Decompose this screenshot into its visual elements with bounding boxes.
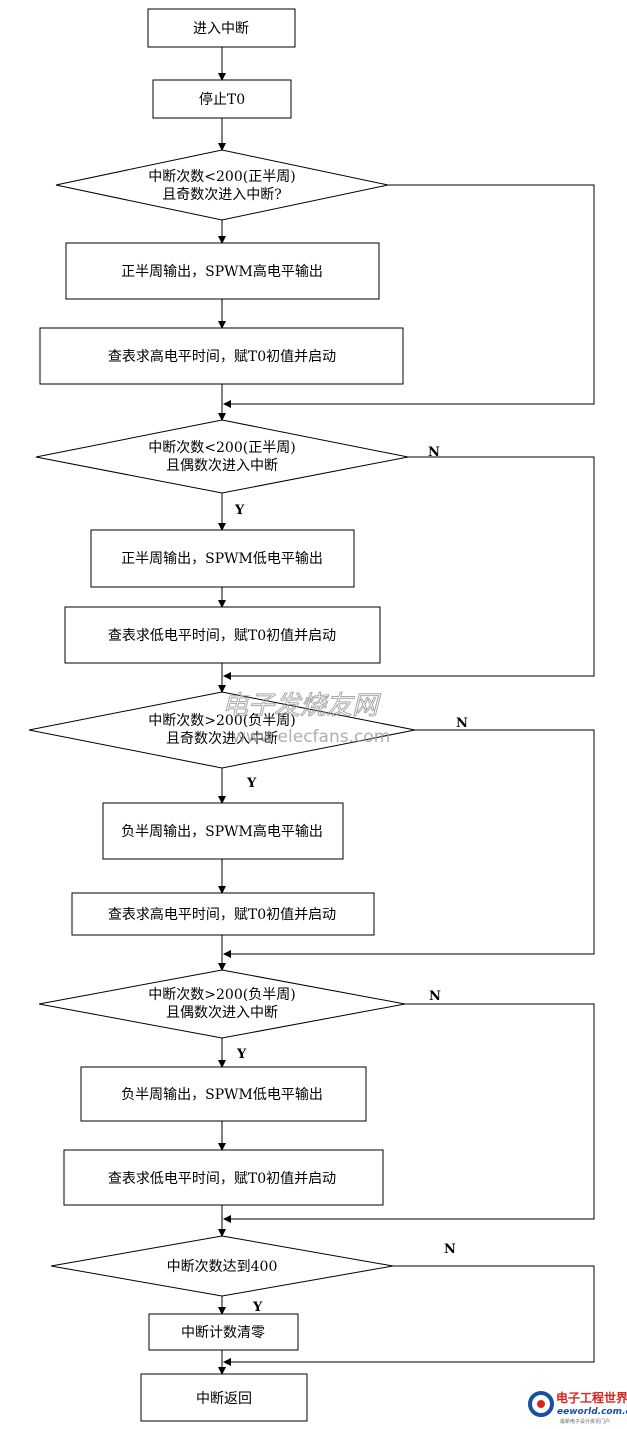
watermark: 电子发烧友网 www.elecfans.com [222,691,391,748]
node-enter-interrupt: 进入中断 [147,8,296,48]
decision-2-no-label: N [428,445,440,460]
process-3: 正半周输出，SPWM低电平输出 [90,529,355,588]
process-5: 负半周输出，SPWM高电平输出 [102,802,344,860]
process-2-label: 查表求高电平时间，赋T0初值并启动 [108,348,336,365]
decision-4: 中断次数>200(负半周) 且偶数次进入中断 [38,969,406,1039]
process-4-label: 查表求低电平时间，赋T0初值并启动 [108,627,336,644]
decision-2: 中断次数<200(正半周) 且偶数次进入中断 [35,419,409,494]
decision-2-line-1: 中断次数<200(正半周) [148,440,295,456]
decision-3-line-2: 且奇数次进入中断 [166,730,278,747]
logo-url: eeworld.com.cn [557,1407,627,1417]
watermark-cn: 电子发烧友网 [222,691,381,721]
decision-1: 中断次数<200(正半周) 且奇数次进入中断? [55,149,389,221]
decision-5-yes-label: Y [252,1300,263,1315]
connectors [218,47,595,1375]
process-2: 查表求高电平时间，赋T0初值并启动 [39,327,404,385]
process-4: 查表求低电平时间，赋T0初值并启动 [64,606,381,664]
enter-interrupt-label: 进入中断 [193,21,249,37]
decision-2-yes-label: Y [234,503,245,518]
logo-ring-icon [528,1391,554,1417]
decision-3-yes-label: Y [246,776,257,791]
process-6-label: 查表求高电平时间，赋T0初值并启动 [108,906,336,923]
decision-2-line-2: 且偶数次进入中断 [166,458,278,474]
watermark-url: www.elecfans.com [232,727,390,747]
process-7-label: 负半周输出，SPWM低电平输出 [121,1087,323,1103]
clear-counter-label: 中断计数清零 [181,1325,265,1341]
process-5-label: 负半周输出，SPWM高电平输出 [121,823,323,840]
process-1: 正半周输出，SPWM高电平输出 [65,242,380,300]
decision-3: 中断次数>200(负半周) 且奇数次进入中断 [28,691,416,769]
process-8-label: 查表求低电平时间，赋T0初值并启动 [108,1170,336,1187]
decision-4-line-1: 中断次数>200(负半周) [148,987,295,1003]
process-8: 查表求低电平时间，赋T0初值并启动 [63,1149,384,1206]
eeworld-logo: 电子工程世界 eeworld.com.cn 最新电子设计资讯门户 [528,1390,627,1425]
process-1-label: 正半周输出，SPWM高电平输出 [121,263,323,280]
process-6: 查表求高电平时间，赋T0初值并启动 [71,892,375,936]
decision-3-no-label: N [456,716,468,731]
process-3-label: 正半周输出，SPWM低电平输出 [121,551,323,567]
decision-4-yes-label: Y [236,1047,247,1062]
logo-tagline: 最新电子设计资讯门户 [560,1418,610,1425]
logo-dot-icon [537,1400,545,1408]
decision-1-line-2: 且奇数次进入中断? [162,186,282,203]
node-stop-t0: 停止T0 [152,79,292,119]
decision-1-line-1: 中断次数<200(正半周) [148,169,295,185]
decision-4-line-2: 且偶数次进入中断 [166,1005,278,1021]
interrupt-return-label: 中断返回 [196,1391,252,1407]
process-7: 负半周输出，SPWM低电平输出 [80,1066,367,1122]
stop-t0-label: 停止T0 [199,91,245,108]
node-interrupt-return: 中断返回 [140,1373,308,1422]
decision-5-no-label: N [444,1242,456,1257]
decision-3-line-1: 中断次数>200(负半周) [148,713,295,729]
logo-cn: 电子工程世界 [556,1390,627,1405]
decision-4-no-label: N [429,989,441,1004]
decision-5: 中断次数达到400 [50,1235,394,1297]
decision-5-label: 中断次数达到400 [167,1259,278,1275]
node-clear-counter: 中断计数清零 [148,1313,299,1351]
